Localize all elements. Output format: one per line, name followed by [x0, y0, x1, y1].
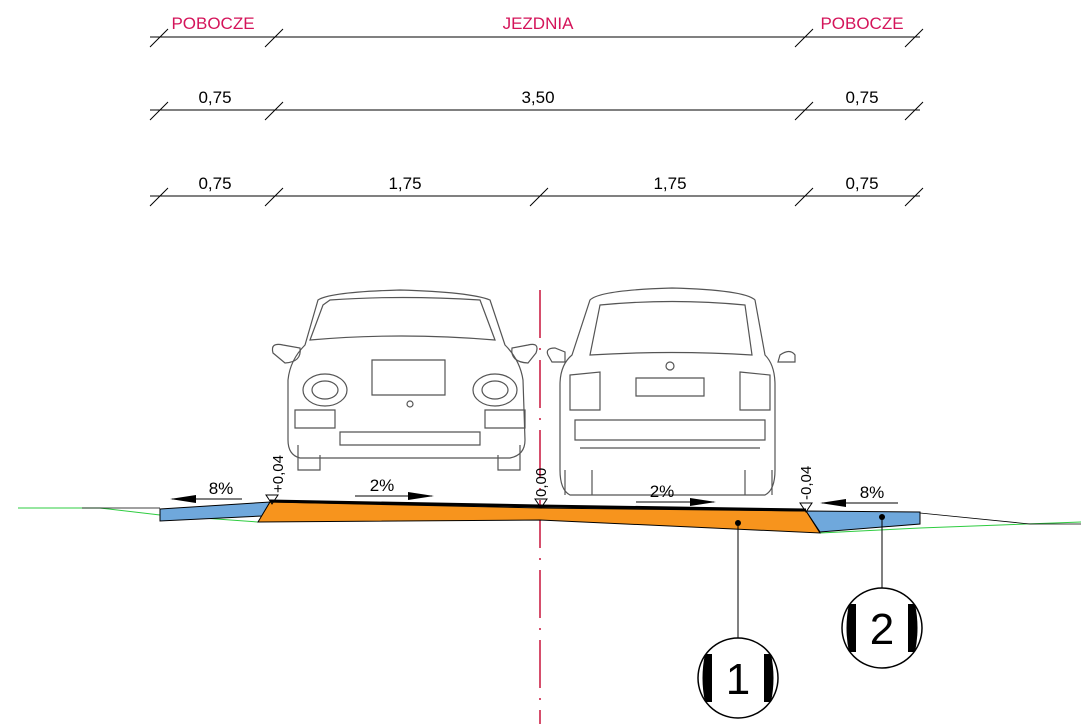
- subgrade-line-right: [919, 512, 1081, 525]
- dimension-row-2: 0,75 1,75 1,75 0,75: [149, 174, 924, 207]
- level-label-right-edge: -0,04: [798, 466, 815, 500]
- slope-label-left-lane: 2%: [370, 476, 395, 495]
- callout-pavement: 1: [697, 520, 779, 719]
- dimension-right-shoulder: 0,75: [845, 174, 878, 193]
- left-shoulder-layer: [159, 501, 271, 522]
- pavement-layer: [257, 501, 821, 534]
- slope-right-shoulder: 8%: [820, 483, 898, 507]
- slope-label-right-shoulder: 8%: [860, 483, 885, 502]
- dimension-row-1: 0,75 3,50 0,75: [149, 88, 924, 121]
- dimension-left-shoulder-width: 0,75: [198, 88, 231, 107]
- dimension-left-lane: 1,75: [388, 174, 421, 193]
- level-marker-axis: 0,00: [533, 468, 550, 509]
- slope-label-left-shoulder: 8%: [209, 479, 234, 498]
- dimension-right-shoulder-width: 0,75: [845, 88, 878, 107]
- callout-number-pavement: 1: [726, 655, 750, 704]
- dimension-left-shoulder: 0,75: [198, 174, 231, 193]
- zone-label-right-shoulder: POBOCZE: [820, 14, 903, 33]
- dimension-carriageway-width: 3,50: [521, 88, 554, 107]
- car-front-view-icon: [271, 289, 538, 471]
- slope-left-lane: 2%: [355, 476, 434, 500]
- zone-label-carriageway: JEZDNIA: [503, 14, 575, 33]
- level-label-left-edge: +0,04: [270, 455, 287, 493]
- slope-label-right-lane: 2%: [650, 482, 675, 501]
- level-marker-right-edge: -0,04: [798, 466, 815, 513]
- zone-label-row: POBOCZE JEZDNIA POBOCZE: [149, 14, 924, 48]
- slope-left-shoulder: 8%: [170, 479, 242, 503]
- level-label-axis: 0,00: [533, 468, 550, 497]
- zone-label-left-shoulder: POBOCZE: [171, 14, 254, 33]
- callout-number-shoulder: 2: [870, 605, 894, 654]
- slope-right-lane: 2%: [636, 482, 716, 506]
- car-rear-view-icon: [546, 287, 796, 496]
- dimension-right-lane: 1,75: [653, 174, 686, 193]
- level-marker-left-edge: +0,04: [265, 455, 287, 505]
- callout-shoulder: 2: [841, 514, 923, 669]
